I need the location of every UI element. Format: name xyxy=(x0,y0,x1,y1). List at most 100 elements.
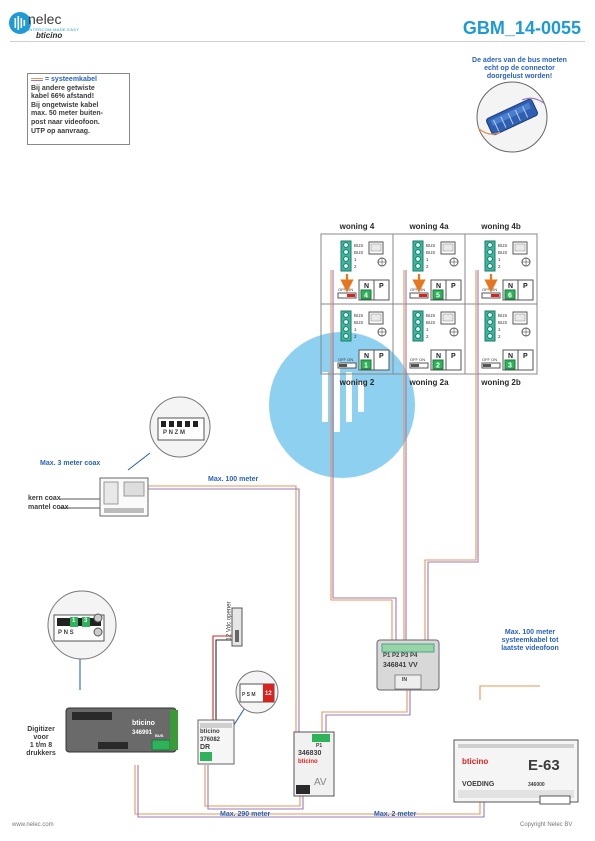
apartment-label-woning-4: woning 4 xyxy=(339,222,375,231)
port-label: P2 xyxy=(392,653,400,659)
term-label: Z xyxy=(174,430,179,436)
document-code: GBM_14-0055 xyxy=(462,18,581,38)
zoom-label-1: 1 xyxy=(72,618,76,624)
max-coax-label: Max. 3 meter coax xyxy=(40,460,101,467)
note-line: kabel 66% afstand! xyxy=(31,93,95,101)
address-number: 4 xyxy=(364,293,368,300)
brand-tagline: INTERCOM MADE EASY xyxy=(28,27,80,32)
terminal-label: 1 xyxy=(354,327,357,332)
switch-label: OFF ON xyxy=(482,287,497,292)
address-dip xyxy=(504,359,516,370)
n-label: N xyxy=(508,353,513,360)
bus-connector-note: De aders van de bus moeten echt op de co… xyxy=(452,57,587,81)
interface-code: 346830 xyxy=(298,750,322,757)
switch-knob xyxy=(411,364,419,367)
terminal-screw xyxy=(487,249,493,255)
terminal-screw xyxy=(415,249,421,255)
term-label: S xyxy=(246,692,250,698)
term-label: N xyxy=(63,630,68,636)
n-label: N xyxy=(508,283,513,290)
header-divider xyxy=(10,41,585,42)
suffix-text: VV xyxy=(408,662,418,669)
terminal-label: BUS xyxy=(426,313,435,318)
digitizer-bus-label: BUS xyxy=(155,733,164,738)
bticino-logo: bticino xyxy=(36,31,63,40)
terminal-label: 1 xyxy=(426,327,429,332)
terminal-label: BUS xyxy=(426,320,435,325)
kern-coax-label: kern coax xyxy=(28,495,61,502)
distributor-346841 xyxy=(376,639,440,691)
interface-brand: bticino xyxy=(298,759,318,765)
n-label: N xyxy=(436,353,441,360)
address-dip xyxy=(360,359,372,370)
outdoor-panel-zoom xyxy=(149,396,211,458)
power-code: E-63 xyxy=(528,757,560,774)
switch-knob xyxy=(419,294,427,297)
note-line: Bij ongetwiste kabel xyxy=(31,101,99,109)
note-line: post naar videofoon. xyxy=(31,118,100,126)
power-supply-e63 xyxy=(453,739,579,805)
address-number: 6 xyxy=(508,293,512,300)
switch-knob xyxy=(347,294,355,297)
terminal-label: BUS xyxy=(498,313,507,318)
distributor-code: 346841 VV xyxy=(383,662,418,669)
monitor-display xyxy=(370,243,382,252)
switch-knob xyxy=(483,364,491,367)
terminal-screw xyxy=(415,326,421,332)
terminal-block xyxy=(340,310,352,342)
distributor-ports: P1 P2 P3 P4 xyxy=(383,653,417,659)
address-dip xyxy=(432,289,444,300)
relay-brand: bticino xyxy=(200,729,220,735)
note-legend: = systeemkabel xyxy=(31,76,126,85)
switch-label: OFF ON xyxy=(338,357,353,362)
terminal-label: 2 xyxy=(498,264,501,269)
footer-copyright: Copyright Nelec BV xyxy=(520,822,573,828)
terminal-label: BUS xyxy=(354,250,363,255)
monitor-display xyxy=(514,243,526,252)
terminal-screw xyxy=(343,319,349,325)
power-ref: 346000 xyxy=(528,782,545,788)
code-text: 346841 xyxy=(383,662,407,669)
label-line: voor xyxy=(33,734,49,741)
monitor-display xyxy=(514,313,526,322)
terminal-block xyxy=(484,310,496,342)
terminal-screw xyxy=(343,256,349,262)
cable-swatch-icon xyxy=(31,77,43,81)
power-brand: bticino xyxy=(462,757,489,766)
p-label: P xyxy=(451,353,456,360)
terminal-label: 1 xyxy=(354,257,357,262)
nelec-logo-icon xyxy=(9,12,31,34)
address-dip xyxy=(504,289,516,300)
relay-code: 376082 xyxy=(200,737,221,743)
address-number: 3 xyxy=(508,363,512,370)
term-label: M xyxy=(179,430,185,436)
terminal-screw xyxy=(415,242,421,248)
terminal-screw xyxy=(487,326,493,332)
port-label: P4 xyxy=(410,653,418,659)
switch-label: OFF ON xyxy=(410,287,425,292)
switch-label: OFF ON xyxy=(410,357,425,362)
max-100-meter-label: Max. 100 meter xyxy=(208,476,259,483)
terminal-block xyxy=(340,240,352,272)
bus-connector-zoom xyxy=(476,81,548,153)
digitizer-346991 xyxy=(65,707,178,753)
apartment-label-woning-2a: woning 2a xyxy=(409,378,449,387)
interface-sub: AV xyxy=(314,777,327,788)
max-290-meter-label: Max. 290 meter xyxy=(220,811,271,818)
terminal-label: 2 xyxy=(426,334,429,339)
bus-note-line: doorgelust worden! xyxy=(486,73,553,80)
relay-zoom-number: 12 xyxy=(265,691,272,697)
interface-346830 xyxy=(293,731,335,797)
p-label: P xyxy=(523,283,528,290)
p-label: P xyxy=(379,353,384,360)
address-dip xyxy=(360,289,372,300)
address-number: 2 xyxy=(436,363,440,370)
terminal-block xyxy=(412,310,424,342)
terminal-label: BUS xyxy=(354,243,363,248)
terminal-screw xyxy=(343,242,349,248)
